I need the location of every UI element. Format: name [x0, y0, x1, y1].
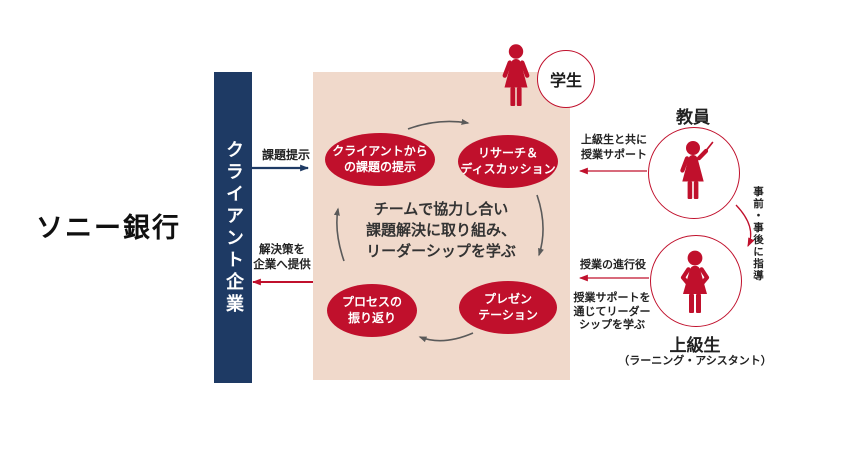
- senior-icon: [680, 250, 710, 313]
- cycle-arc-left: [333, 207, 345, 262]
- cycle-arc-top: [407, 118, 470, 130]
- senior-label: 上級生: [669, 336, 721, 356]
- student-label: 学生: [549, 71, 582, 90]
- assignment-label: 課題提示: [261, 148, 310, 162]
- cycle-arc-bottom: [418, 332, 474, 343]
- cycle-step-label: プレゼン テーション: [478, 291, 538, 322]
- cycle-center-message: チームで協力し合い 課題解決に取り組み、 リーダーシップを学ぶ: [365, 200, 516, 260]
- teacher-icon: [680, 141, 714, 199]
- student-icon: [502, 44, 530, 106]
- senior-leadership-note: 授業サポートを 通じてリーダー シップを学ぶ: [573, 291, 651, 331]
- solution-label: 解決策を 企業へ提供: [253, 242, 311, 271]
- client-name-label: ソニー銀行: [36, 213, 181, 244]
- cycle-step-research-discussion: リサーチ＆ ディスカッション: [458, 135, 558, 188]
- cycle-step-label: クライアントから の課題の提示: [332, 143, 428, 174]
- client-company-bar-label: クライアント企業: [223, 139, 244, 316]
- cycle-step-label: リサーチ＆ ディスカッション: [460, 145, 556, 176]
- senior-facilitation-note: 授業の進行役: [580, 258, 646, 271]
- cycle-step-process-review: プロセスの 振り返り: [327, 284, 417, 337]
- cycle-arc-right: [536, 194, 544, 257]
- teacher-to-senior-arrow: [735, 204, 755, 248]
- cycle-step-presentation: プレゼン テーション: [459, 281, 557, 334]
- teacher-guidance-note: 事前・事後に指導: [752, 186, 764, 282]
- teacher-support-note: 上級生と共に 授業サポート: [581, 133, 647, 161]
- senior-sub-label: （ラーニング・アシスタント）: [618, 354, 772, 367]
- cycle-step-label: プロセスの 振り返り: [341, 294, 402, 325]
- teacher-label: 教員: [676, 108, 710, 128]
- cycle-step-client-assignment: クライアントから の課題の提示: [325, 133, 435, 186]
- student-circle: 学生: [537, 50, 595, 108]
- client-company-bar: クライアント企業: [214, 72, 252, 383]
